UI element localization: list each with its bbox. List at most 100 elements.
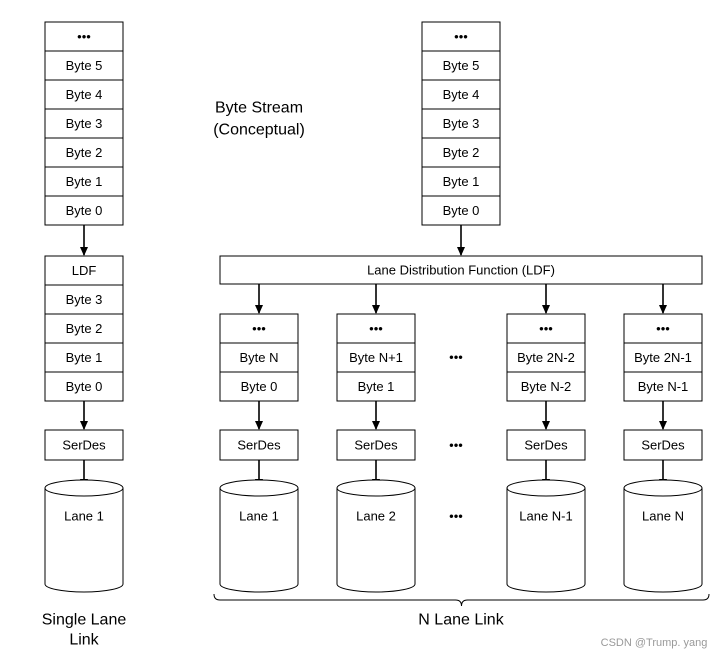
single-lane-ldf-stack-cell-label: Byte 1 <box>66 350 103 365</box>
right-byte-stream-cell-label: Byte 0 <box>443 203 480 218</box>
left-byte-stream-cell-label: Byte 3 <box>66 116 103 131</box>
right-byte-stream-cell <box>421 21 501 52</box>
lanes-gap-ellipsis-lane: ••• <box>449 509 463 524</box>
lane-4-serdes-label: SerDes <box>641 438 685 453</box>
single-lane-ldf-stack-cell <box>44 284 124 315</box>
lanes-gap-ellipsis-stack: ••• <box>449 350 463 365</box>
left-byte-stream-cell-label: Byte 4 <box>66 87 103 102</box>
single-lane-serdes-label: SerDes <box>62 438 106 453</box>
lane-4-serdes <box>623 429 703 461</box>
lane-1-stack-cell <box>219 371 299 402</box>
right-byte-stream-cell-label: Byte 3 <box>443 116 480 131</box>
byte-stream-label-line2: (Conceptual) <box>213 122 305 139</box>
right-byte-stream-cell <box>421 50 501 81</box>
lane-2-serdes-label: SerDes <box>354 438 398 453</box>
single-lane-caption-line2: Link <box>69 632 99 649</box>
lane-2-serdes <box>336 429 416 461</box>
text-layer: ••• Byte 5 Byte 4 Byte 3 Byte 2 Byte 1 Byte 0 L… <box>42 29 708 649</box>
lane-3-stack-cell <box>506 371 586 402</box>
single-lane-cylinder-rim <box>44 487 124 497</box>
right-byte-stream-cell <box>421 195 501 226</box>
left-byte-stream-cell-label: Byte 0 <box>66 203 103 218</box>
lane-1-cylinder-label: Lane 1 <box>239 509 279 524</box>
single-lane-cylinder-label: Lane 1 <box>64 509 104 524</box>
lane-3-serdes <box>506 429 586 461</box>
lane-2-cylinder <box>336 479 416 593</box>
right-byte-stream-cell-label: Byte 2 <box>443 145 480 160</box>
single-lane-ldf-stack-cell <box>44 313 124 344</box>
single-lane-serdes <box>44 429 124 461</box>
lane-2-stack-cell <box>336 342 416 373</box>
left-byte-stream-cell-label: ••• <box>77 29 91 44</box>
single-lane-ldf-stack-cell <box>44 371 124 402</box>
shape-layer <box>44 21 703 593</box>
lane-1-stack-cell <box>219 313 299 344</box>
single-lane-cylinder <box>44 479 124 593</box>
right-byte-stream-cell <box>421 166 501 197</box>
lane-1-cylinder <box>219 479 299 593</box>
right-byte-stream-cell-label: Byte 4 <box>443 87 480 102</box>
single-lane-ldf-stack-cell-label: Byte 0 <box>66 379 103 394</box>
lane-2-stack-cell-label: Byte 1 <box>358 379 395 394</box>
lane-1-stack-cell-label: ••• <box>252 321 266 336</box>
single-lane-ldf-stack-cell-label: LDF <box>72 263 97 278</box>
byte-stream-label-line1: Byte Stream <box>215 100 303 117</box>
lane-4-stack-cell-label: ••• <box>656 321 670 336</box>
lane-1-cylinder-rim <box>219 487 299 497</box>
lane-1-serdes <box>219 429 299 461</box>
right-byte-stream-cell-label: ••• <box>454 29 468 44</box>
single-lane-ldf-stack-cell <box>44 255 124 286</box>
lane-3-stack-cell <box>506 342 586 373</box>
left-byte-stream-cell <box>44 108 124 139</box>
left-byte-stream-cell-label: Byte 5 <box>66 58 103 73</box>
single-lane-ldf-stack-cell <box>44 342 124 373</box>
lane-2-stack-cell <box>336 371 416 402</box>
left-byte-stream-cell-label: Byte 2 <box>66 145 103 160</box>
lane-3-serdes-label: SerDes <box>524 438 568 453</box>
lane-2-stack-cell-label: Byte N+1 <box>349 350 403 365</box>
left-byte-stream-cell <box>44 195 124 226</box>
left-byte-stream-cell <box>44 50 124 81</box>
right-byte-stream-cell <box>421 79 501 110</box>
left-byte-stream-cell <box>44 166 124 197</box>
right-byte-stream-cell-label: Byte 5 <box>443 58 480 73</box>
lanes-gap-ellipsis-serdes: ••• <box>449 438 463 453</box>
lane-3-cylinder-label: Lane N-1 <box>519 509 572 524</box>
lane-4-stack-cell-label: Byte 2N-1 <box>634 350 692 365</box>
lane-2-cylinder-rim <box>336 487 416 497</box>
single-lane-caption-line1: Single Lane <box>42 612 127 629</box>
ldf-bar-label: Lane Distribution Function (LDF) <box>367 263 555 278</box>
ldf-bar <box>219 255 703 285</box>
left-byte-stream-cell <box>44 21 124 52</box>
lane-3-stack-cell-label: Byte 2N-2 <box>517 350 575 365</box>
lane-3-cylinder <box>506 479 586 593</box>
lane-4-cylinder <box>623 479 703 593</box>
single-lane-ldf-stack-cell-label: Byte 2 <box>66 321 103 336</box>
left-byte-stream-cell <box>44 137 124 168</box>
lane-4-stack-cell <box>623 342 703 373</box>
lane-3-stack-cell-label: Byte N-2 <box>521 379 572 394</box>
right-byte-stream-cell <box>421 108 501 139</box>
lane-3-stack-cell <box>506 313 586 344</box>
lane-4-stack-cell-label: Byte N-1 <box>638 379 689 394</box>
lane-1-stack-cell-label: Byte 0 <box>241 379 278 394</box>
left-byte-stream-cell-label: Byte 1 <box>66 174 103 189</box>
csdn-watermark: CSDN @Trump. yang <box>601 637 708 649</box>
n-lane-brace <box>213 593 710 607</box>
lane-2-cylinder-label: Lane 2 <box>356 509 396 524</box>
lane-3-cylinder-rim <box>506 487 586 497</box>
right-byte-stream-cell <box>421 137 501 168</box>
lane-1-serdes-label: SerDes <box>237 438 281 453</box>
lane-2-stack-cell-label: ••• <box>369 321 383 336</box>
single-lane-ldf-stack-cell-label: Byte 3 <box>66 292 103 307</box>
lane-1-stack-cell-label: Byte N <box>239 350 278 365</box>
right-byte-stream-cell-label: Byte 1 <box>443 174 480 189</box>
lane-4-cylinder-rim <box>623 487 703 497</box>
left-byte-stream-cell <box>44 79 124 110</box>
lane-1-stack-cell <box>219 342 299 373</box>
n-lane-caption: N Lane Link <box>418 612 504 629</box>
lane-4-cylinder-label: Lane N <box>642 509 684 524</box>
lane-4-stack-cell <box>623 371 703 402</box>
